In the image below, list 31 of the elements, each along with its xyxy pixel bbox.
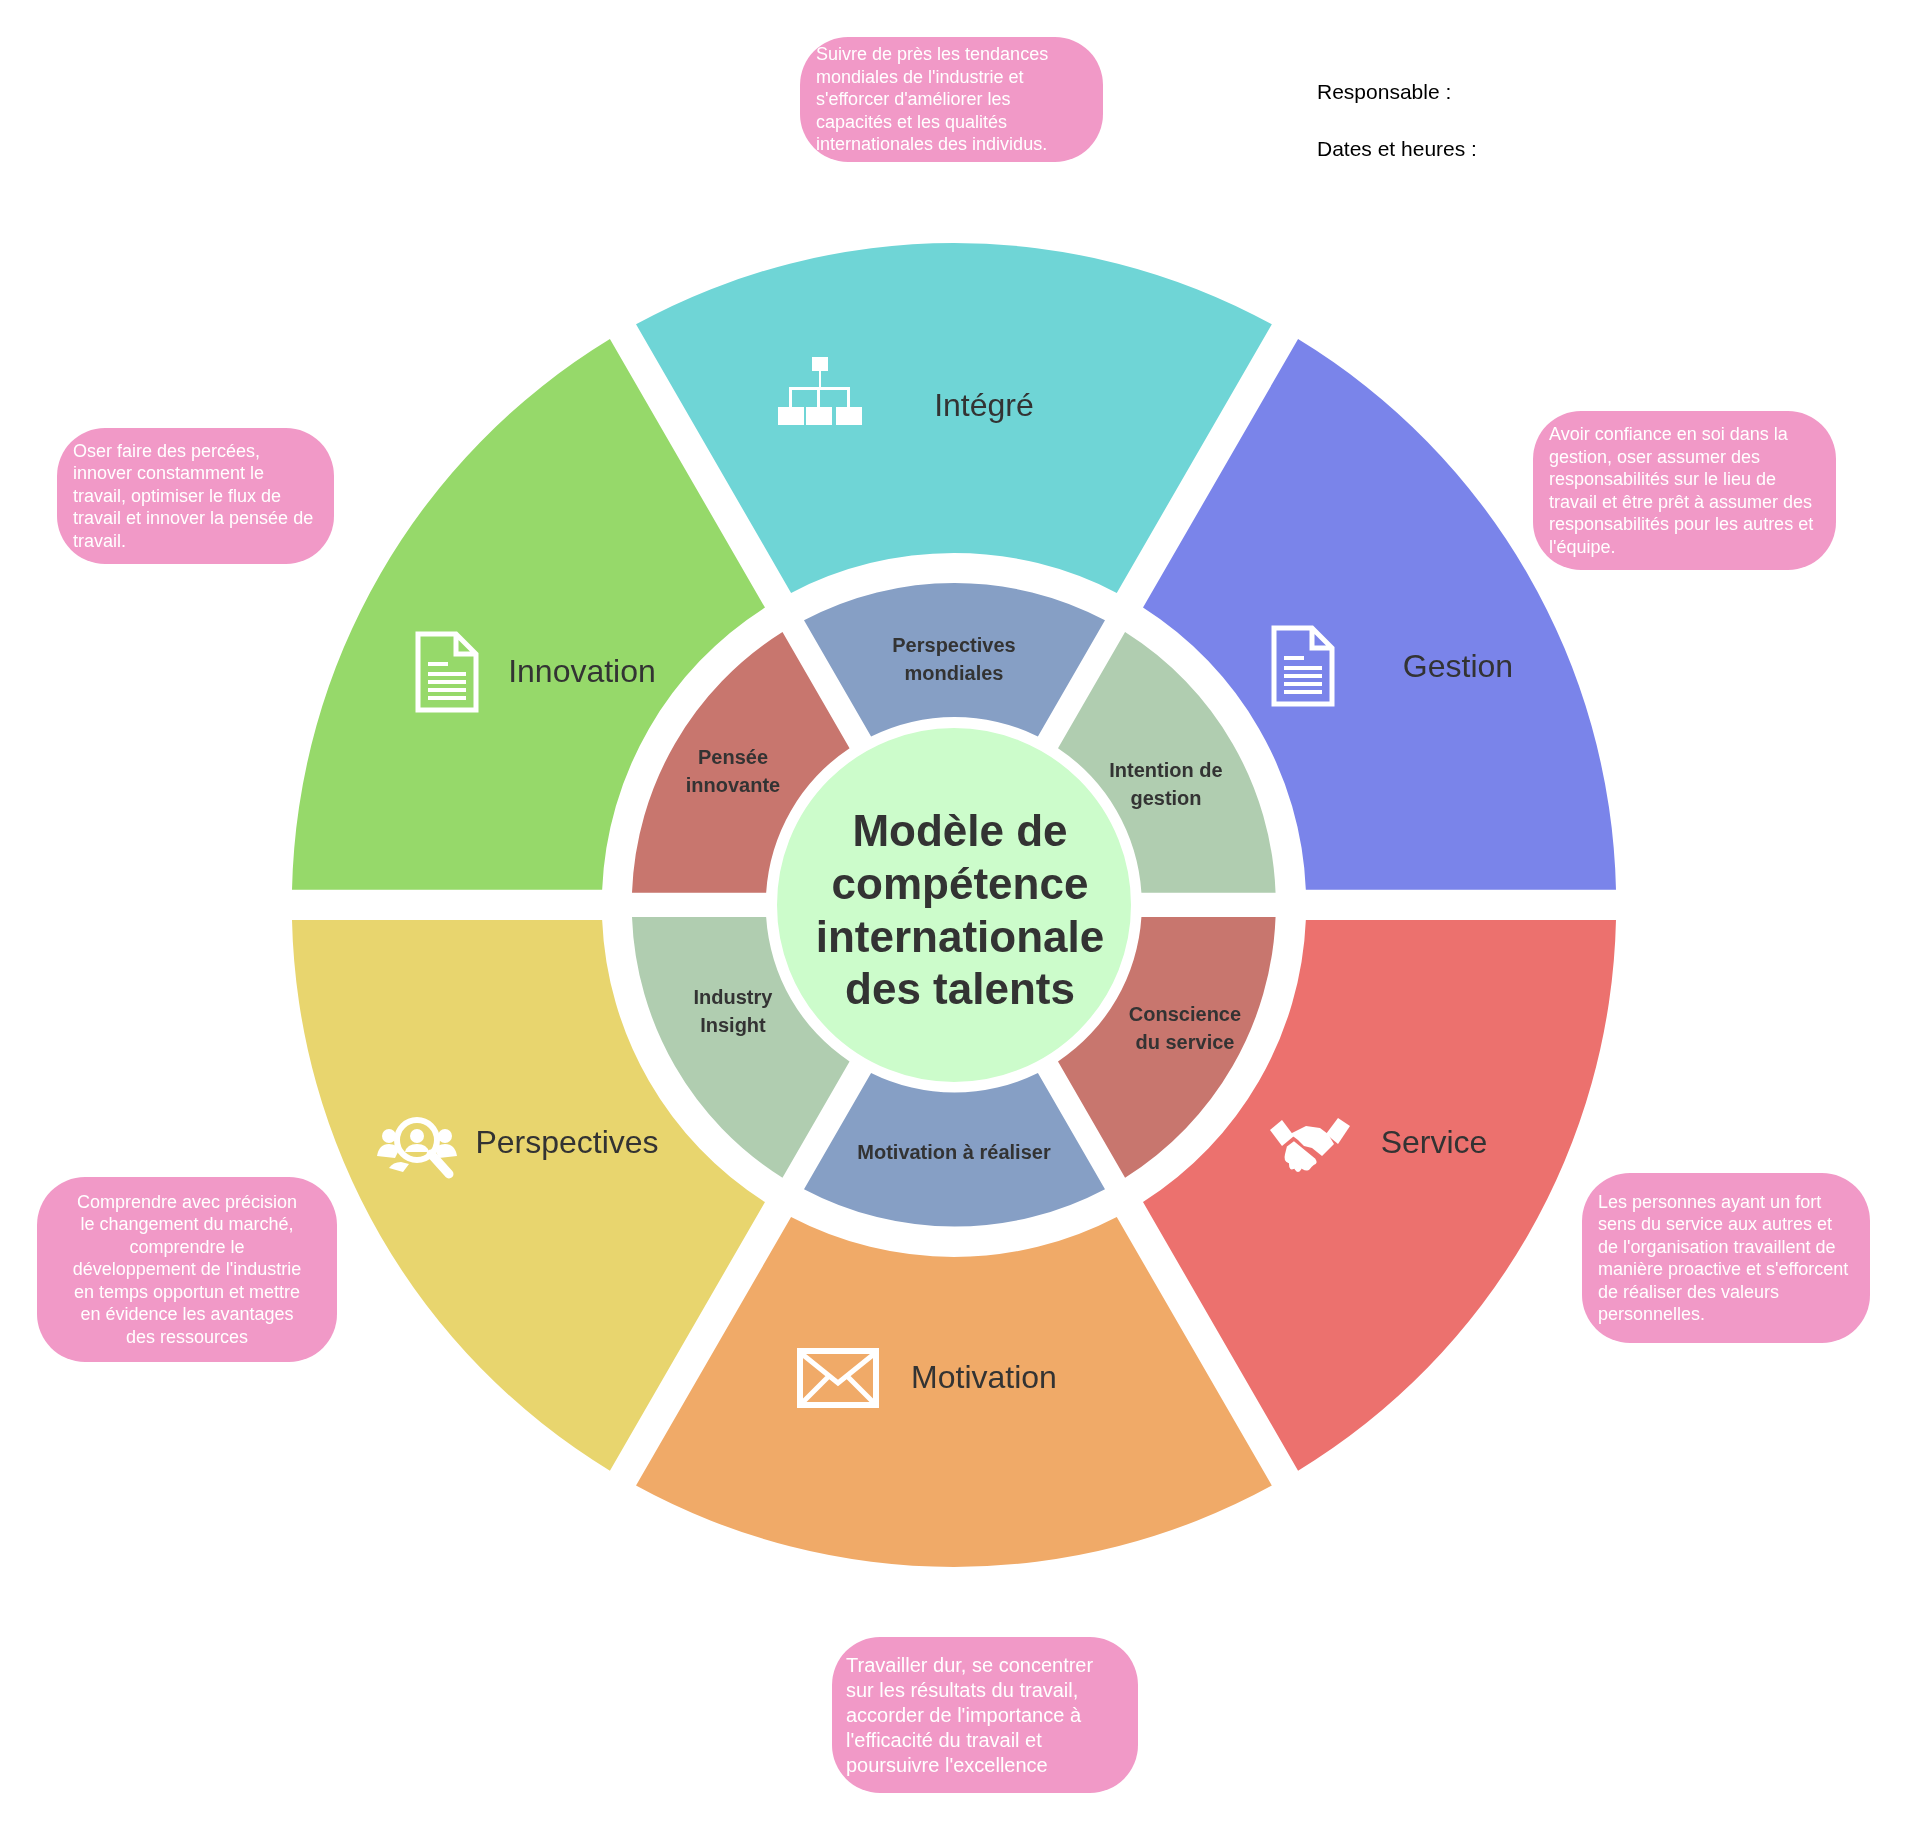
form-field-label: Responsable :	[1317, 80, 1452, 104]
note-text: Oser faire des percées, innover constamment le travail, optimiser le flux de travail et innover la pensée de travail.	[73, 439, 314, 553]
sector-title: Innovation	[508, 652, 656, 690]
note-text: Suivre de près les tendances mondiales de l'industrie et s'efforcer d'améliorer les capacités et les qualités internationales des individus.	[816, 43, 1050, 156]
sector-title: Motivation	[911, 1358, 1057, 1396]
sector-title: Gestion	[1402, 647, 1514, 685]
note-bubble	[57, 428, 334, 564]
center-title: Modèle de compétence internationale des talents	[815, 805, 1105, 1016]
segment-label: Pensée innovante	[684, 745, 782, 798]
inner-segment	[803, 1073, 1105, 1227]
note-bubble	[37, 1177, 337, 1362]
sector-title: Intégré	[934, 386, 1034, 424]
note-text: Les personnes ayant un fort sens du service aux autres et de l'organisation travaillent de manière proactive et s'efforcent de réaliser des valeurs personnelles.	[1598, 1190, 1850, 1326]
note-text: Avoir confiance en soi dans la gestion, oser assumer des responsabilités sur le lieu de travail et être prêt à assumer des responsabilités pour les autres et l'équipe.	[1549, 423, 1815, 558]
note-bubble	[800, 37, 1103, 162]
segment-label: Intention de gestion	[1108, 758, 1224, 811]
note-text: Travailler dur, se concentrer sur les résultats du travail, accorder de l'importance à l'efficacité du travail et poursuivre l'excellence	[846, 1652, 1095, 1778]
form-field-label: Dates et heures :	[1317, 137, 1477, 161]
note-bubble	[1533, 411, 1836, 570]
inner-segment	[803, 583, 1105, 737]
ring-sector	[636, 243, 1272, 593]
sector-title: Service	[1380, 1123, 1488, 1161]
sector-title: Perspectives	[475, 1123, 659, 1161]
segment-label: Motivation à réaliser	[856, 1140, 1052, 1165]
segment-label: Perspectives mondiales	[891, 633, 1017, 686]
segment-label: Industry Insight	[692, 985, 774, 1038]
note-text: Comprendre avec précision le changement du marché, comprendre le développement de l'industrie en temps opportun et mettre en évidence les avantages des ressources	[71, 1190, 303, 1349]
ring-sector	[636, 1217, 1272, 1567]
note-bubble	[832, 1637, 1138, 1793]
segment-label: Conscience du service	[1127, 1002, 1243, 1055]
note-bubble	[1582, 1173, 1870, 1343]
